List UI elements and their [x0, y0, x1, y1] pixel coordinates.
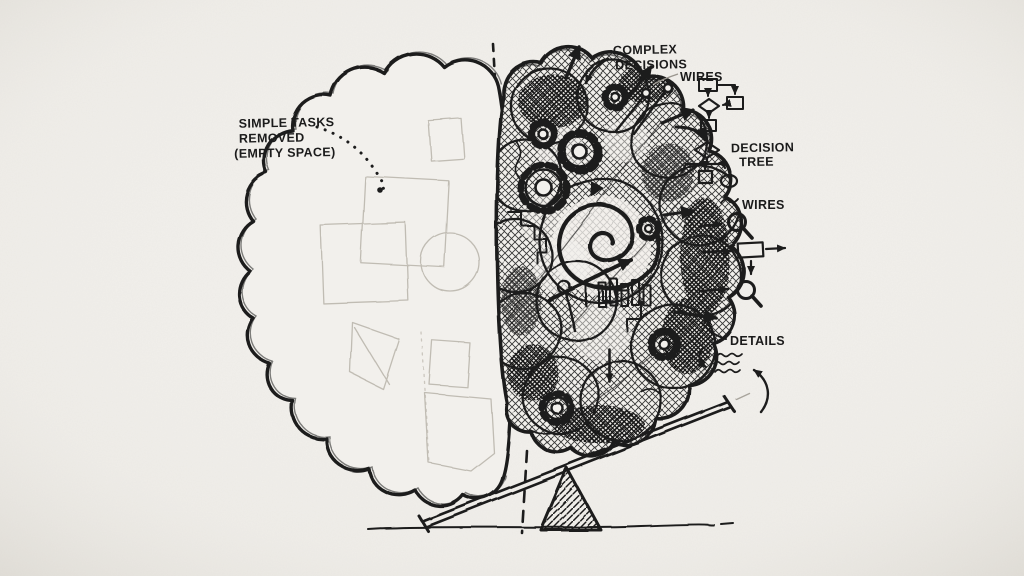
curved-arrow-up — [752, 368, 770, 414]
svg-text:COMPLEX: COMPLEX — [613, 42, 678, 57]
gear-icon — [527, 118, 557, 148]
arrow-to-squiggle — [697, 347, 708, 369]
gear-icon — [646, 326, 680, 360]
gear-icon — [635, 215, 661, 241]
plank-endcap-right — [721, 393, 735, 412]
ground-dash — [719, 521, 733, 524]
svg-text:TREE: TREE — [739, 155, 774, 170]
label-simple-tasks: SIMPLE TASKS REMOVED (EMPTY SPACE) — [234, 115, 336, 161]
gear-icon — [600, 82, 628, 110]
svg-text:SIMPLE TASKS: SIMPLE TASKS — [239, 115, 335, 131]
process-box-icon — [736, 241, 765, 259]
spiral-icon — [555, 201, 663, 290]
decision-tree-icon — [680, 140, 739, 189]
label-decision-tree: DECISION TREE — [731, 140, 794, 170]
svg-text:REMOVED: REMOVED — [239, 131, 305, 146]
fulcrum-triangle — [538, 465, 602, 531]
label-details: DETAILS — [730, 334, 785, 348]
svg-text:(EMPTY SPACE): (EMPTY SPACE) — [234, 145, 336, 161]
label-complex-decisions: COMPLEX DECISIONS — [613, 42, 687, 72]
wires-right-leader — [720, 198, 739, 204]
svg-text:DECISIONS: DECISIONS — [615, 57, 687, 72]
left-brain-hemisphere — [235, 49, 514, 507]
leader-end-dot — [377, 187, 383, 193]
flowchart-icon — [697, 78, 744, 132]
complex-decisions-arrow — [584, 57, 610, 85]
gear-icon — [516, 160, 570, 214]
seesaw — [366, 391, 749, 532]
circuit-trace-icons — [507, 211, 650, 332]
label-wires-right: WIRES — [742, 198, 785, 212]
right-brain-hemisphere — [493, 43, 745, 458]
arrow-to-magnifier-2 — [698, 285, 730, 294]
seesaw-plank — [421, 399, 729, 522]
arrow-to-decision-tree — [674, 125, 707, 142]
details-pointer — [701, 322, 727, 340]
ground-line — [366, 522, 714, 529]
arrow-to-process-box — [701, 247, 733, 256]
dotted-leader-line — [315, 125, 386, 190]
arrow-out-right — [764, 244, 787, 253]
label-wires-top: WIRES — [680, 70, 723, 84]
squiggle-text-icon — [713, 352, 743, 374]
arrow-brain-right — [662, 205, 695, 220]
inner-triangle-doodle — [590, 180, 604, 196]
brain-top-arrows — [564, 45, 653, 99]
magnifier-icon — [727, 212, 754, 240]
gear-icon — [538, 389, 574, 425]
plank-endcap-left — [416, 513, 429, 532]
faint-removed-shapes — [319, 117, 494, 471]
arrow-to-flowchart — [660, 108, 695, 125]
wire-node-icons — [614, 82, 674, 136]
gear-icon — [556, 128, 602, 174]
wires-top-leader — [653, 73, 679, 85]
svg-text:DECISION: DECISION — [731, 140, 794, 155]
arrow-brain-details — [673, 309, 718, 324]
arrow-to-magnifier-1 — [699, 220, 723, 229]
magnifier-icon — [736, 280, 763, 308]
gear-icons — [516, 82, 680, 425]
